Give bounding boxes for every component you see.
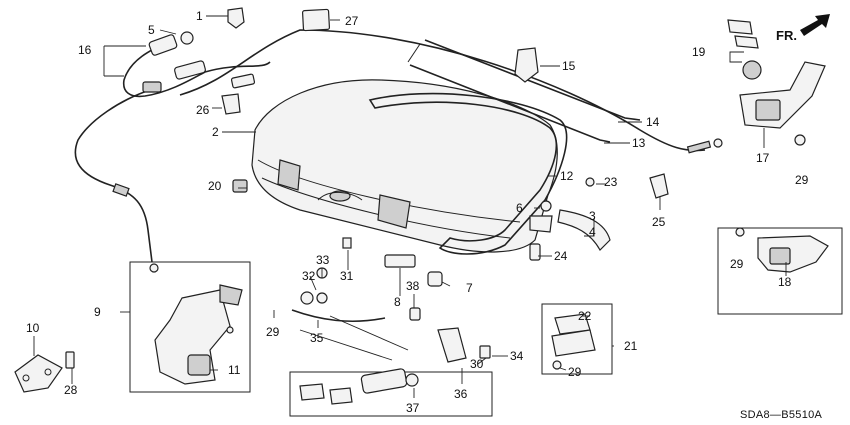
lid-pad bbox=[301, 8, 331, 32]
callout-16: 16 bbox=[78, 43, 92, 57]
side-clip bbox=[649, 173, 669, 199]
callout-29-a: 29 bbox=[795, 173, 809, 187]
callout-9: 9 bbox=[94, 305, 101, 319]
callout-29-d: 29 bbox=[568, 365, 582, 379]
callout-15: 15 bbox=[562, 59, 576, 73]
callout-34: 34 bbox=[510, 349, 524, 363]
lid-clip bbox=[221, 93, 241, 115]
callout-20: 20 bbox=[208, 179, 222, 193]
callout-7: 7 bbox=[466, 281, 473, 295]
callout-28: 28 bbox=[64, 383, 78, 397]
callout-37: 37 bbox=[406, 401, 420, 415]
cable-clip bbox=[227, 7, 245, 29]
trunk-release-cable bbox=[74, 29, 723, 273]
lid-plate-set bbox=[551, 313, 596, 370]
callout-8: 8 bbox=[394, 295, 401, 309]
weatherstrip bbox=[368, 92, 568, 255]
callout-numbers: 1 2 3 4 5 6 7 8 9 10 11 12 13 14 15 16 1… bbox=[26, 9, 809, 415]
torsion-bar-bracket bbox=[514, 47, 539, 83]
torsion-bars bbox=[407, 39, 641, 143]
latch-frame bbox=[129, 261, 251, 393]
callout-32: 32 bbox=[302, 269, 316, 283]
callout-11: 11 bbox=[228, 363, 241, 377]
direction-label: FR. bbox=[776, 28, 797, 43]
callout-30: 30 bbox=[470, 357, 484, 371]
callout-5: 5 bbox=[148, 23, 155, 37]
callout-38: 38 bbox=[406, 279, 420, 293]
callout-23: 23 bbox=[604, 175, 618, 189]
callout-29-c: 29 bbox=[266, 325, 280, 339]
callout-18: 18 bbox=[778, 275, 792, 289]
callout-10: 10 bbox=[26, 321, 40, 335]
callout-17: 17 bbox=[756, 151, 770, 165]
callout-29-b: 29 bbox=[730, 257, 744, 271]
callout-1: 1 bbox=[196, 9, 203, 23]
trunk-latch bbox=[154, 284, 243, 385]
trunk-hinge-bracket bbox=[529, 177, 611, 261]
callout-19: 19 bbox=[692, 45, 706, 59]
callout-21: 21 bbox=[624, 339, 638, 353]
front-direction-indicator: FR. bbox=[776, 14, 830, 43]
callout-6: 6 bbox=[516, 201, 523, 215]
callout-24: 24 bbox=[554, 249, 568, 263]
plate-frame bbox=[541, 303, 613, 375]
leader-lines bbox=[33, 15, 787, 398]
lid-plate bbox=[14, 351, 75, 393]
callout-27: 27 bbox=[345, 14, 359, 28]
callout-13: 13 bbox=[632, 136, 646, 150]
callout-12: 12 bbox=[560, 169, 574, 183]
callout-35: 35 bbox=[310, 331, 324, 345]
callout-4: 4 bbox=[589, 225, 596, 239]
callout-26: 26 bbox=[196, 103, 210, 117]
callout-2: 2 bbox=[212, 125, 219, 139]
callout-22: 22 bbox=[578, 309, 592, 323]
opener-switch-harness bbox=[122, 31, 271, 98]
diagram-code: SDA8—B5510A bbox=[740, 409, 823, 421]
trunk-striker bbox=[735, 227, 829, 273]
front-arrow-icon bbox=[800, 14, 830, 36]
callout-14: 14 bbox=[646, 115, 660, 129]
callout-33: 33 bbox=[316, 253, 330, 267]
small-fasteners bbox=[300, 237, 443, 321]
grommet bbox=[232, 179, 248, 193]
trunk-lid bbox=[251, 79, 558, 253]
trunk-cylinder-set bbox=[299, 315, 491, 405]
latch-rod bbox=[291, 309, 386, 323]
trunk-lock-assembly bbox=[727, 19, 826, 146]
callout-36: 36 bbox=[454, 387, 468, 401]
callout-3: 3 bbox=[589, 209, 596, 223]
callout-31: 31 bbox=[340, 269, 354, 283]
callout-25: 25 bbox=[652, 215, 666, 229]
striker-inset-frame bbox=[717, 227, 843, 315]
